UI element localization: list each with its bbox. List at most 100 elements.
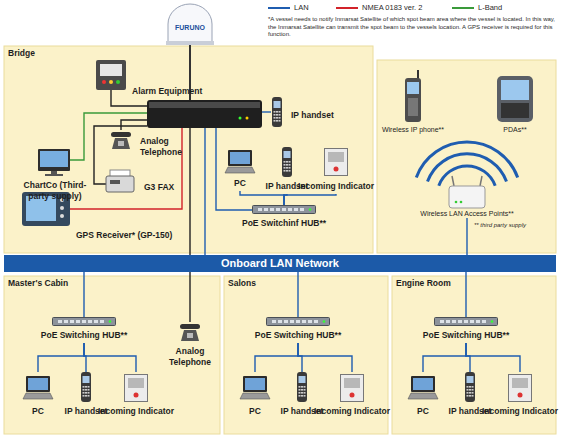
device: Analog Telephone <box>158 320 222 370</box>
device: Incoming Indicator <box>308 372 397 419</box>
wireless-phone-icon <box>405 70 421 122</box>
indicator-icon <box>341 375 364 402</box>
footnote: ** third party supply <box>474 222 526 229</box>
wifi-waves <box>428 154 507 182</box>
area-panel: BridgeAlarm EquipmentChartCo (Third-part… <box>4 46 373 253</box>
wireless-phone-icon <box>407 82 419 94</box>
wireless-phone-icon <box>408 98 418 116</box>
wireless-phone-icon <box>417 70 419 79</box>
device-label: Analog Telephone <box>136 134 186 160</box>
fax-icon <box>110 180 120 184</box>
hub-icon <box>435 318 498 326</box>
laptop-icon <box>23 376 53 399</box>
wifi-waves <box>416 142 517 177</box>
wireless-phone-icon <box>405 78 421 122</box>
footnote: *A vessel needs to notify Inmarsat Satel… <box>268 16 560 39</box>
alarm-icon <box>102 80 106 84</box>
device: ChartCo (Third-party supply) <box>17 148 93 204</box>
hub-icon <box>267 318 330 326</box>
cable <box>121 120 147 130</box>
legend-line <box>268 7 290 9</box>
wifi-waves <box>439 166 495 186</box>
indicator-icon <box>509 375 532 402</box>
hub-icon <box>253 206 316 214</box>
pda-icon <box>497 76 533 122</box>
device: Incoming Indicator <box>92 372 181 419</box>
laptop-icon <box>408 376 438 399</box>
cable <box>70 45 271 322</box>
device-label: IP handset <box>287 108 338 123</box>
lan-connector <box>466 218 467 255</box>
legend-text: L-Band <box>478 3 502 13</box>
terminal-unit <box>147 100 262 128</box>
lan-connector <box>240 191 284 205</box>
device-label: GPS Receiver* (GP-150) <box>72 228 176 243</box>
lan-connector <box>83 272 84 317</box>
antenna-dome <box>168 4 212 44</box>
lan-connector <box>298 343 352 372</box>
antenna-unit: FURUNO <box>166 14 214 32</box>
lan-connector <box>284 194 336 205</box>
telephone-icon <box>180 324 200 341</box>
access-point: Wireless LAN Access Points** <box>412 184 522 218</box>
network-bar: Onboard LAN Network <box>4 255 556 272</box>
pda-icon <box>501 103 529 118</box>
laptop-icon <box>240 376 270 399</box>
area-panel: SalonsPoE Switching HUB**PCIP handsetInc… <box>224 276 388 434</box>
chartco-pc-icon <box>40 151 68 167</box>
device-label: ChartCo (Third-party supply) <box>17 178 93 204</box>
device: PC <box>18 372 58 419</box>
chartco-pc-icon <box>45 174 63 176</box>
area-title: Bridge <box>4 46 39 61</box>
alarm-icon <box>96 60 126 90</box>
fax-icon <box>106 176 134 192</box>
legend-line <box>452 7 474 9</box>
device: PDAs** <box>489 72 541 134</box>
chartco-pc-icon <box>51 171 57 174</box>
device-label: PC <box>413 404 433 419</box>
gps-icon <box>60 214 64 218</box>
alarm-icon <box>100 64 122 76</box>
fax-icon <box>106 170 134 192</box>
switching-hub: PoE Switching HUB** <box>249 317 348 343</box>
ip-handset-icon <box>282 147 292 177</box>
access-point-icon <box>452 176 454 186</box>
ip-handset-icon <box>272 97 282 127</box>
antenna-dome <box>166 41 214 45</box>
terminal-unit <box>149 102 260 108</box>
cable <box>94 126 147 184</box>
terminal-unit <box>147 100 262 128</box>
device: PC <box>235 372 275 419</box>
ip-handset-icon <box>81 372 91 402</box>
cable <box>204 128 205 255</box>
device-label: PDAs** <box>503 126 526 134</box>
area-title: Master's Cabin <box>4 276 72 291</box>
alarm-icon <box>116 80 120 84</box>
device-label: PC <box>245 404 265 419</box>
device: Incoming Indicator <box>292 146 381 194</box>
alarm-icon <box>109 80 113 84</box>
legend-text: LAN <box>294 3 309 13</box>
device-label: G3 FAX <box>140 180 178 195</box>
device-label: PoE Switchinf HUB** <box>238 216 330 231</box>
device: PC <box>220 148 260 191</box>
area-title: Engine Room <box>392 276 455 291</box>
access-point-icon <box>449 186 485 208</box>
device-label: Incoming Indicator <box>94 404 178 419</box>
lan-connector <box>84 343 136 372</box>
telephone-icon <box>111 132 131 149</box>
device: Alarm Equipment <box>94 60 211 99</box>
area-panel-fill <box>4 46 556 434</box>
device-label: Analog Telephone <box>158 344 222 370</box>
access-point-icon <box>460 201 463 204</box>
lan-connector <box>466 343 520 372</box>
switching-hub: PoE Switchinf HUB** <box>236 205 333 231</box>
device-label: Incoming Indicator <box>310 404 394 419</box>
area-title: Salons <box>224 276 260 291</box>
legend-line <box>336 7 358 9</box>
device-label: FURUNO <box>175 24 205 32</box>
device-label: Wireless LAN Access Points** <box>420 210 513 218</box>
switching-hub: PoE Switching HUB** <box>35 317 134 343</box>
cable <box>189 128 190 322</box>
